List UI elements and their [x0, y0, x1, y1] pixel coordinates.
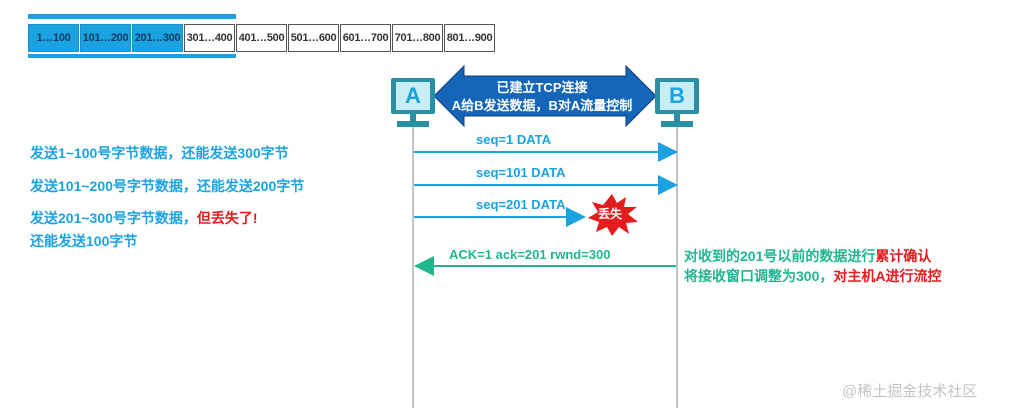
receiver-note-line-1: 对收到的201号以前的数据进行累计确认 [684, 246, 941, 266]
receiver-note-2-prefix: 将接收窗口调整为300， [684, 268, 834, 284]
sender-note-3-prefix: 发送201~300号字节数据， [30, 210, 197, 226]
host-b-computer-icon: B [655, 78, 699, 130]
buffer-cell: 701…800 [392, 24, 443, 52]
receiver-note-2-red: 对主机A进行流控 [833, 268, 942, 284]
sender-note-3: 发送201~300号字节数据，但丢失了! [30, 208, 258, 228]
sender-note-1: 发送1~100号字节数据，还能发送300字节 [30, 145, 289, 161]
lost-burst-icon [588, 194, 638, 236]
buffer-cell: 201…300 [132, 24, 183, 52]
buffer-cells: 1…100 101…200 201…300 301…400 401…500 50… [28, 24, 496, 52]
buffer-cell: 501…600 [288, 24, 339, 52]
buffer-cell: 301…400 [184, 24, 235, 52]
connection-line-2: A给B发送数据，B对A流量控制 [451, 98, 633, 113]
sent-window-top-bar [28, 14, 236, 19]
segment-label-1: seq=1 DATA [476, 132, 552, 147]
lost-label: 丢失 [598, 207, 623, 221]
host-a-label: A [396, 82, 430, 110]
receiver-note: 对收到的201号以前的数据进行累计确认 将接收窗口调整为300，对主机A进行流控 [684, 246, 941, 286]
ack-label: ACK=1 ack=201 rwnd=300 [449, 247, 611, 262]
segment-label-3: seq=201 DATA [476, 197, 566, 212]
watermark: @稀土掘金技术社区 [842, 383, 978, 400]
sender-note-3-lost: 但丢失了 [196, 210, 253, 226]
sent-window-bottom-bar [28, 54, 236, 58]
sender-note-3-line2: 还能发送100字节 [30, 233, 138, 249]
receiver-note-1-red: 累计确认 [875, 248, 932, 264]
segment-label-2: seq=101 DATA [476, 165, 566, 180]
host-b-label: B [660, 82, 694, 110]
host-a-computer-icon: A [391, 78, 435, 130]
sender-note-3-suffix: ! [252, 210, 258, 226]
receiver-note-1-prefix: 对收到的201号以前的数据进行 [684, 248, 876, 264]
connection-banner: 已建立TCP连接 A给B发送数据，B对A流量控制 [440, 79, 644, 115]
receiver-note-line-2: 将接收窗口调整为300，对主机A进行流控 [684, 266, 941, 286]
buffer-cell: 401…500 [236, 24, 287, 52]
buffer-cell: 101…200 [80, 24, 131, 52]
buffer-cell: 1…100 [28, 24, 79, 52]
buffer-cell: 601…700 [340, 24, 391, 52]
buffer-cell: 801…900 [444, 24, 495, 52]
sender-note-2: 发送101~200号字节数据，还能发送200字节 [30, 178, 305, 194]
connection-line-1: 已建立TCP连接 [496, 80, 588, 95]
